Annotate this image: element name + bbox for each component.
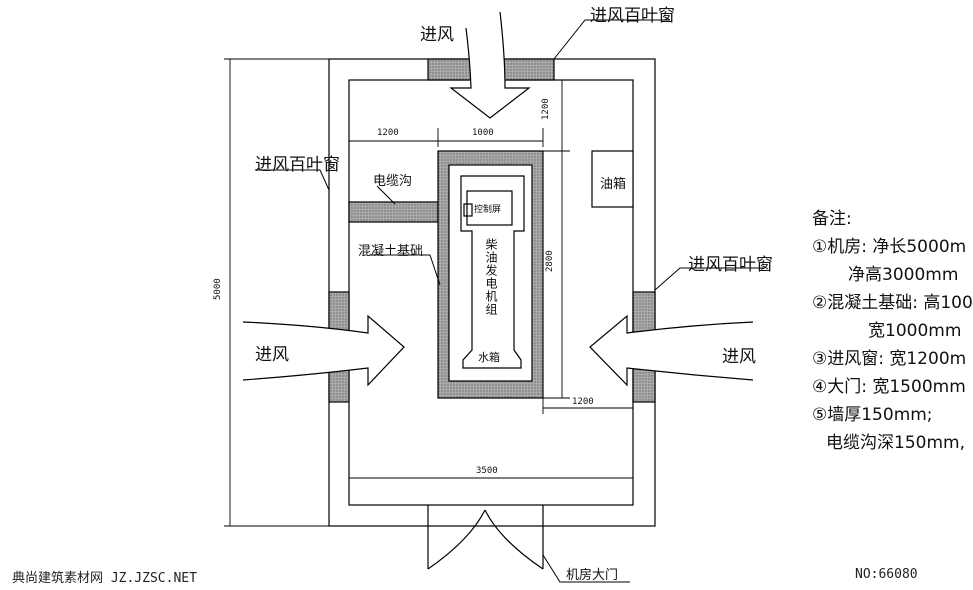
label-air-in-left: 进风: [255, 345, 289, 365]
dim-1200-top: 1200: [541, 98, 551, 120]
watermark-number: NO:66080: [855, 567, 918, 582]
label-cable-trench: 电缆沟: [373, 174, 413, 189]
genset-body: [460, 175, 525, 369]
arrow-top: [449, 11, 531, 119]
label-louver-right: 进风百叶窗: [688, 255, 773, 275]
dim-3500: 3500: [476, 466, 498, 476]
label-control-box: 控制屏: [474, 205, 502, 215]
floor-plan-drawing: [224, 11, 765, 583]
note-5b: 电缆沟深150mm,: [826, 433, 965, 453]
control-box-rect: [466, 190, 513, 226]
oil-tank-rect: [591, 150, 634, 208]
label-genset: 柴油发电机组: [484, 238, 498, 316]
note-5a: ⑤墙厚150mm;: [812, 405, 933, 425]
label-oil-tank: 油箱: [600, 177, 627, 192]
note-4: ④大门: 宽1500mm: [812, 377, 966, 397]
note-1a: ①机房: 净长5000m: [812, 237, 967, 257]
air-arrows: [242, 11, 754, 387]
label-louver-left: 进风百叶窗: [255, 155, 340, 175]
note-2a: ②混凝土基础: 高100: [812, 293, 973, 313]
label-louver-top: 进风百叶窗: [590, 6, 675, 26]
notes-title: 备注:: [812, 209, 852, 229]
watermark-site: 典尚建筑素材网 JZ.JZSC.NET: [12, 571, 197, 586]
arrow-right: [589, 314, 754, 387]
note-2b: 宽1000mm: [868, 321, 962, 341]
arrow-left: [242, 314, 405, 387]
note-3: ③进风窗: 宽1200m: [812, 349, 967, 369]
label-concrete-base: 混凝土基础: [358, 244, 424, 259]
label-air-in-top: 进风: [420, 25, 454, 45]
dim-1000: 1000: [472, 128, 494, 138]
dimension-lines: [224, 58, 634, 527]
note-1b: 净高3000mm: [848, 265, 959, 285]
dim-5000: 5000: [213, 278, 223, 300]
label-water-tank: 水箱: [478, 351, 500, 364]
dim-1200-right: 1200: [572, 397, 594, 407]
label-main-door: 机房大门: [566, 568, 619, 583]
dim-1200-left: 1200: [377, 128, 399, 138]
label-air-in-right: 进风: [722, 347, 756, 367]
dim-2800: 2800: [545, 250, 555, 272]
cable-trench-band: [348, 201, 439, 223]
notes-block: 备注: ①机房: 净长5000m 净高3000mm ②混凝土基础: 高100 宽…: [812, 205, 973, 457]
